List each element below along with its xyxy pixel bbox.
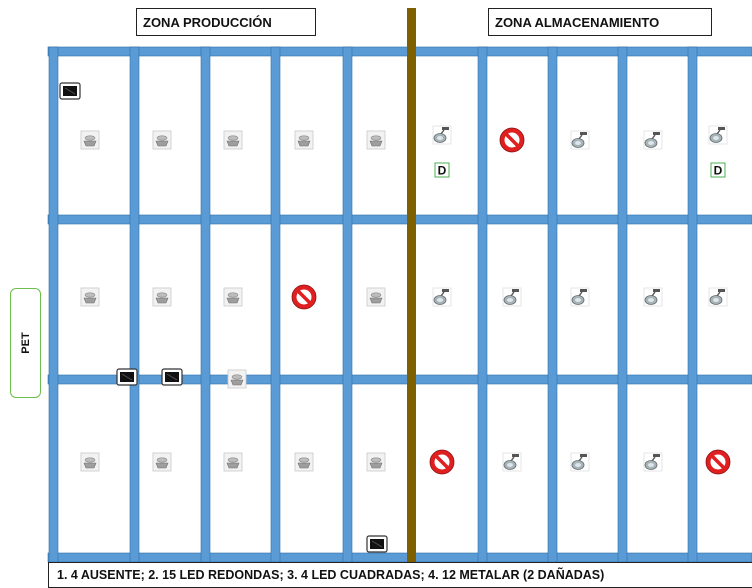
extra-led-square-icon-2 <box>116 368 138 386</box>
cell-r1-c3-led-round-icon <box>223 130 243 150</box>
cell-r3-c7-metal-lamp-icon <box>502 452 522 472</box>
cell-r3-c2-led-round-icon <box>152 452 172 472</box>
cell-r3-c9-metal-lamp-icon <box>643 452 663 472</box>
vertical-beam-3 <box>200 46 211 563</box>
legend-footer: 1. 4 AUSENTE; 2. 15 LED REDONDAS; 3. 4 L… <box>48 562 752 588</box>
cell-r2-c5-led-round-icon <box>366 287 386 307</box>
cell-r2-c8-metal-lamp-icon <box>570 287 590 307</box>
cell-r1-c10-damage-tag: D <box>710 162 726 178</box>
cell-r2-c2-led-round-icon <box>152 287 172 307</box>
cell-r2-c3-led-round-icon <box>223 287 243 307</box>
zone-storage-label: ZONA ALMACENAMIENTO <box>488 8 712 36</box>
extra-led-square-icon-1 <box>59 82 81 100</box>
cell-r2-c6-metal-lamp-icon <box>432 287 452 307</box>
pet-area: PET <box>10 288 41 398</box>
zone-production-label: ZONA PRODUCCIÓN <box>136 8 316 36</box>
cell-r3-c6-absent-icon <box>429 449 455 475</box>
vertical-beam-8 <box>617 46 628 563</box>
cell-r1-c8-metal-lamp-icon <box>570 130 590 150</box>
vertical-beam-6 <box>477 46 488 563</box>
vertical-beam-9 <box>687 46 698 563</box>
vertical-beam-2 <box>129 46 140 563</box>
svg-text:D: D <box>714 164 723 178</box>
extra-led-square-icon-3 <box>161 368 183 386</box>
extra-led-square-icon-4 <box>366 535 388 553</box>
cell-r1-c2-led-round-icon <box>152 130 172 150</box>
cell-r3-c4-led-round-icon <box>294 452 314 472</box>
cell-r2-c9-metal-lamp-icon <box>643 287 663 307</box>
cell-r3-c3-led-round-icon <box>223 452 243 472</box>
cell-r1-c9-metal-lamp-icon <box>643 130 663 150</box>
pet-label: PET <box>19 332 32 354</box>
cell-r2-c4-absent-icon <box>291 284 317 310</box>
vertical-beam-4 <box>270 46 281 563</box>
cell-r1-c1-led-round-icon <box>80 130 100 150</box>
cell-r2-c7-metal-lamp-icon <box>502 287 522 307</box>
cell-r3-c10-absent-icon <box>705 449 731 475</box>
horizontal-beam-1 <box>47 46 752 57</box>
vertical-beam-5 <box>342 46 353 563</box>
horizontal-beam-2 <box>47 214 752 225</box>
horizontal-beam-4 <box>47 552 752 563</box>
cell-r2-c10-metal-lamp-icon <box>708 287 728 307</box>
vertical-beam-7 <box>547 46 558 563</box>
svg-text:D: D <box>438 164 447 178</box>
cell-r1-c7-absent-icon <box>499 127 525 153</box>
cell-r3-c5-led-round-icon <box>366 452 386 472</box>
cell-r1-c5-led-round-icon <box>366 130 386 150</box>
vertical-beam-1 <box>48 46 59 563</box>
cell-r1-c10-metal-lamp-icon <box>708 125 728 145</box>
cell-r2-c1-led-round-icon <box>80 287 100 307</box>
cell-r1-c4-led-round-icon <box>294 130 314 150</box>
cell-r3-c1-led-round-icon <box>80 452 100 472</box>
cell-r1-c6-damage-tag: D <box>434 162 450 178</box>
cell-r3-c8-metal-lamp-icon <box>570 452 590 472</box>
cell-r1-c6-metal-lamp-icon <box>432 125 452 145</box>
zone-divider <box>407 8 416 570</box>
horizontal-beam-3 <box>47 374 752 385</box>
extra-led-round-icon-5 <box>227 369 247 389</box>
